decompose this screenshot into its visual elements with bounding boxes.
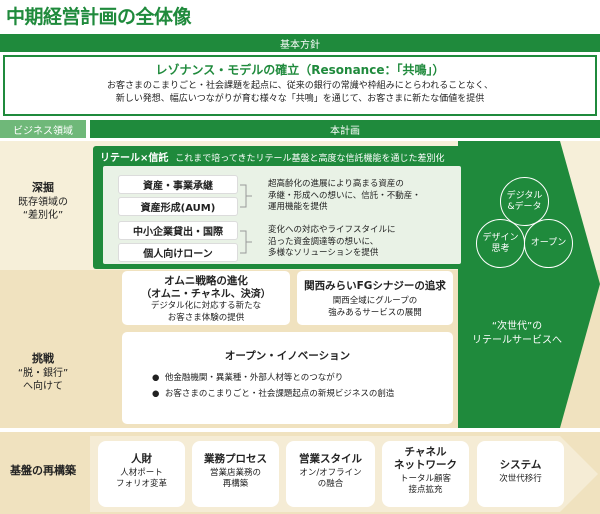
result-line-1: “次世代”の: [491, 321, 543, 332]
talent-sub-2: フォリオ変革: [115, 479, 167, 489]
system-sub-1: 次世代移行: [499, 474, 542, 484]
retail-text-2-line-2: 沿った資金調達等の想いに、: [268, 236, 379, 247]
policy-line-2: 新しい発想、幅広いつながりが育む様々な「共鳴」を通じて、お客さまに新たな価値を提…: [115, 94, 485, 104]
policy-line-1: お客さまのこまりごと・社会課題を起点に、従来の銀行の常識や枠組みにとらわれること…: [106, 81, 493, 91]
circle-digital-data: デジタル&データ: [500, 177, 549, 226]
sales-style-sub-1: オン/オフライン: [299, 468, 362, 478]
circle-digital-line-2: &データ: [507, 201, 542, 212]
talent-title: 人財: [131, 453, 152, 465]
retail-text-1: 超高齢化の進展により高まる資産の 承継・形成への想いに、信託・不動産・ 運用機能…: [268, 179, 458, 214]
retail-trust-label: リテール×信託: [100, 153, 169, 164]
process-sub-2: 再構築: [222, 479, 249, 489]
foundation-card-process: 業務プロセス 営業店業務の 再構築: [192, 441, 279, 507]
process-sub-1: 営業店業務の: [209, 468, 261, 478]
open-innovation-card: オープン・イノベーション ● 他金融機関・異業種・外部人材等とのつながり ● お…: [122, 332, 453, 424]
page-title: 中期経営計画の全体像: [6, 6, 192, 28]
pill-asset-succession: 資産・事業承継: [118, 175, 238, 194]
bullet-1-text: 他金融機関・異業種・外部人材等とのつながり: [164, 373, 344, 383]
challenge-title: 挑戦: [32, 352, 54, 365]
circle-design-thinking: デザイン思考: [476, 219, 525, 268]
plan-header: 本計画: [90, 120, 600, 138]
result-line-2: リテールサービスへ: [472, 335, 562, 346]
omni-title-1: オムニ戦略の進化: [164, 275, 248, 287]
retail-text-1-line-2: 承継・形成への想いに、信託・不動産・: [268, 190, 421, 201]
kansai-sub-2: 強みあるサービスの展開: [328, 307, 422, 318]
foundation-card-sales-style: 営業スタイル オン/オフライン の融合: [286, 441, 375, 507]
process-title: 業務プロセス: [204, 453, 267, 465]
channel-title-2: ネットワーク: [394, 459, 457, 471]
deepen-line-1: 既存領域の: [18, 197, 68, 208]
challenge-line-1: “脱・銀行”: [17, 368, 69, 379]
deepen-line-2: “差別化”: [22, 210, 64, 221]
result-arrow: [458, 141, 600, 428]
kansai-card: 関西みらいFGシナジーの追求 関西全域にグループの 強みあるサービスの展開: [297, 271, 453, 325]
retail-text-1-line-1: 超高齢化の進展により高まる資産の: [268, 179, 404, 189]
circle-digital-line-1: デジタル: [506, 190, 543, 201]
open-innovation-title: オープン・イノベーション: [224, 350, 351, 362]
sales-style-sub-2: の融合: [317, 479, 344, 489]
row-label-deepen: 深掘 既存領域の “差別化”: [0, 181, 86, 222]
system-title: システム: [499, 459, 542, 471]
retail-trust-desc: これまで培ってきたリテール基盤と高度な信託機能を通じた差別化: [175, 154, 445, 164]
retail-text-2-line-1: 変化への対応やライフスタイルに: [268, 225, 396, 235]
bullet-2-text: お客さまのこまりごと・社会課題起点の新規ビジネスの創造: [164, 388, 395, 399]
channel-title-1: チャネル: [404, 446, 447, 458]
sales-style-title: 営業スタイル: [299, 453, 362, 465]
pill-personal-loan: 個人向けローン: [118, 243, 238, 262]
business-area-header: ビジネス領域: [0, 120, 86, 138]
kansai-sub-1: 関西全域にグループの: [332, 296, 418, 306]
pill-asset-formation: 資産形成(AUM): [118, 197, 238, 216]
omni-title-2: （オムニ・チャネル、決済）: [141, 289, 271, 300]
row-label-challenge: 挑戦 “脱・銀行” へ向けて: [0, 352, 86, 393]
circle-design-line-1: デザイン: [482, 232, 519, 243]
omni-card: オムニ戦略の進化 （オムニ・チャネル、決済） デジタル化に対応する新たな お客さ…: [122, 271, 290, 325]
result-text: “次世代”の リテールサービスへ: [462, 320, 572, 348]
foundation-card-system: システム 次世代移行: [477, 441, 564, 507]
open-innovation-bullet-1: ● 他金融機関・異業種・外部人材等とのつながり: [152, 373, 344, 383]
row-label-foundation: 基盤の再構築: [10, 464, 76, 477]
bracket-lines: [240, 184, 252, 254]
kansai-title: 関西みらいFGシナジーの追求: [304, 280, 446, 292]
retail-text-2-line-3: 多様なソリューションを提供: [268, 248, 379, 258]
pill-sme-lending: 中小企業貸出・国際: [118, 221, 238, 240]
channel-sub-2: 接点拡充: [408, 485, 443, 495]
retail-trust-heading: リテール×信託 これまで培ってきたリテール基盤と高度な信託機能を通じた差別化: [100, 149, 445, 164]
basic-policy-header: 基本方針: [0, 34, 600, 52]
challenge-line-2: へ向けて: [23, 381, 63, 392]
channel-sub-1: トータル顧客: [399, 474, 451, 484]
retail-text-1-line-3: 運用機能を提供: [268, 202, 328, 212]
foundation-card-channel: チャネル ネットワーク トータル顧客 接点拡充: [382, 441, 469, 507]
omni-sub-2: お客さま体験の提供: [167, 312, 245, 323]
circle-open: オープン: [524, 219, 573, 268]
circle-design-line-2: 思考: [491, 243, 510, 254]
deepen-title: 深掘: [32, 181, 54, 194]
talent-sub-1: 人材ポート: [120, 468, 163, 478]
open-innovation-bullet-2: ● お客さまのこまりごと・社会課題起点の新規ビジネスの創造: [152, 388, 395, 399]
basic-policy-box: レゾナンス・モデルの確立（Resonance：「共鳴」） お客さまのこまりごと・…: [3, 55, 597, 116]
foundation-card-talent: 人財 人材ポート フォリオ変革: [98, 441, 185, 507]
retail-text-2: 変化への対応やライフスタイルに 沿った資金調達等の想いに、 多様なソリューション…: [268, 225, 458, 260]
policy-headline: レゾナンス・モデルの確立（Resonance：「共鳴」）: [155, 63, 445, 77]
omni-sub-1: デジタル化に対応する新たな: [150, 301, 262, 311]
